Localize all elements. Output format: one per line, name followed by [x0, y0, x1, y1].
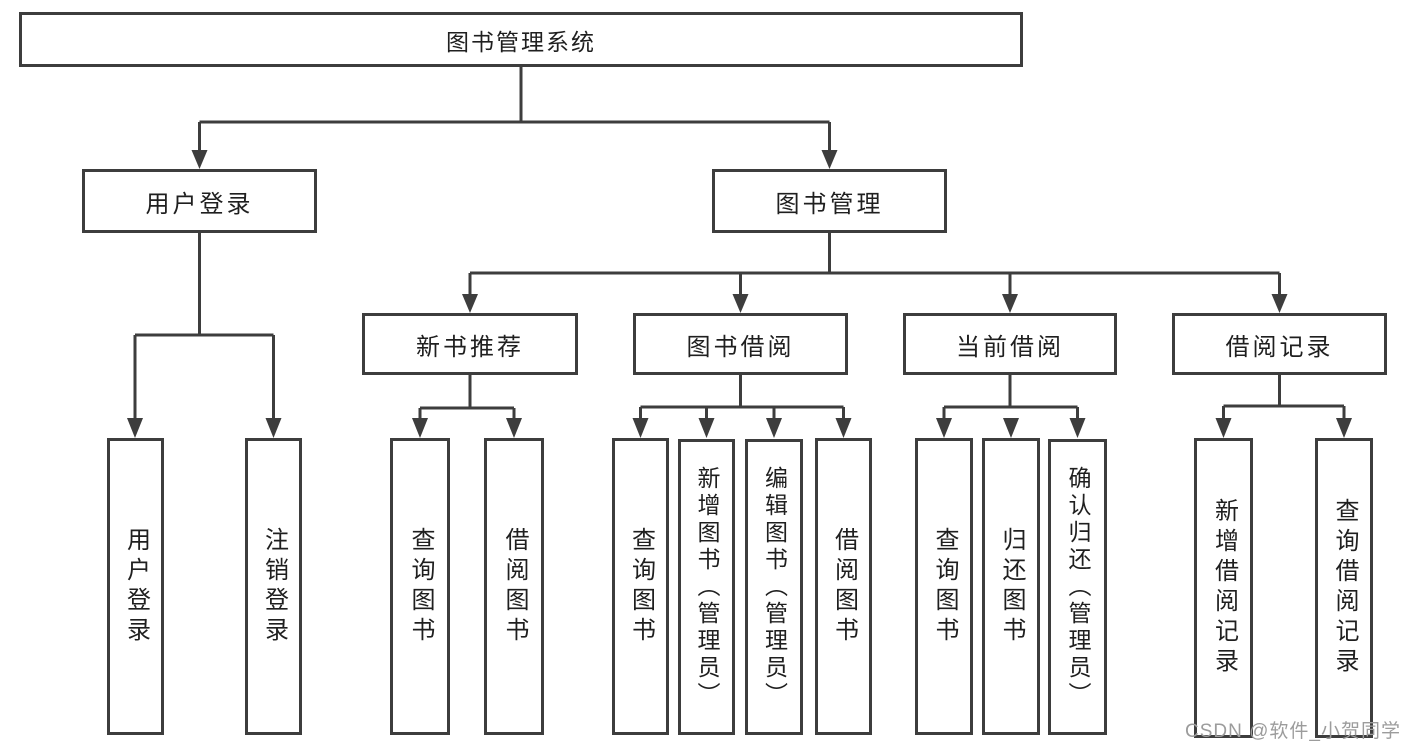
- leaf-borrow-books-recommend: 借阅图书: [484, 438, 544, 735]
- leaf-logout-label: 注销登录: [260, 526, 288, 647]
- node-book-management-label: 图书管理: [775, 190, 884, 218]
- leaf-logout: 注销登录: [245, 438, 302, 735]
- node-book-borrowing-label: 图书借阅: [686, 333, 795, 361]
- leaf-add-books-admin-label: 新增图书（管理员）: [694, 465, 720, 709]
- leaf-confirm-return-admin-label: 确认归还（管理员）: [1065, 465, 1091, 709]
- leaf-query-books-recommend: 查询图书: [390, 438, 450, 735]
- node-borrowing-records: 借阅记录: [1172, 313, 1387, 375]
- leaf-query-books-recommend-label: 查询图书: [407, 526, 434, 647]
- leaf-query-books-borrowing: 查询图书: [612, 438, 669, 735]
- leaf-add-borrow-record: 新增借阅记录: [1194, 438, 1253, 738]
- leaf-edit-books-admin-label: 编辑图书（管理员）: [761, 465, 788, 709]
- leaf-borrow-books-borrowing-label: 借阅图书: [830, 526, 858, 647]
- csdn-watermark: CSDN @软件_小贺同学: [1185, 721, 1401, 742]
- leaf-query-books-borrowing-label: 查询图书: [627, 526, 655, 647]
- node-current-borrowing: 当前借阅: [903, 313, 1117, 375]
- leaf-user-login-label: 用户登录: [122, 526, 150, 647]
- node-book-management: 图书管理: [712, 169, 947, 233]
- node-user-login-label: 用户登录: [145, 190, 254, 218]
- leaf-return-books-label: 归还图书: [998, 526, 1025, 647]
- node-library-system: 图书管理系统: [19, 12, 1023, 67]
- node-current-borrowing-label: 当前借阅: [956, 333, 1064, 361]
- node-user-login: 用户登录: [82, 169, 317, 233]
- node-borrowing-records-label: 借阅记录: [1225, 333, 1334, 361]
- leaf-return-books: 归还图书: [982, 438, 1040, 735]
- leaf-add-borrow-record-label: 新增借阅记录: [1210, 498, 1238, 678]
- node-new-book-recommend: 新书推荐: [362, 313, 578, 375]
- leaf-query-books-current-label: 查询图书: [931, 526, 958, 647]
- leaf-query-borrow-record: 查询借阅记录: [1315, 438, 1373, 738]
- node-book-borrowing: 图书借阅: [633, 313, 848, 375]
- leaf-query-borrow-record-label: 查询借阅记录: [1331, 498, 1358, 678]
- leaf-borrow-books-borrowing: 借阅图书: [815, 438, 872, 735]
- leaf-edit-books-admin: 编辑图书（管理员）: [745, 439, 803, 735]
- leaf-add-books-admin: 新增图书（管理员）: [678, 439, 735, 735]
- node-new-book-recommend-label: 新书推荐: [416, 333, 524, 361]
- leaf-user-login: 用户登录: [107, 438, 164, 735]
- node-library-system-label: 图书管理系统: [446, 28, 596, 55]
- leaf-confirm-return-admin: 确认归还（管理员）: [1048, 439, 1107, 735]
- leaf-query-books-current: 查询图书: [915, 438, 973, 735]
- leaf-borrow-books-recommend-label: 借阅图书: [501, 526, 528, 647]
